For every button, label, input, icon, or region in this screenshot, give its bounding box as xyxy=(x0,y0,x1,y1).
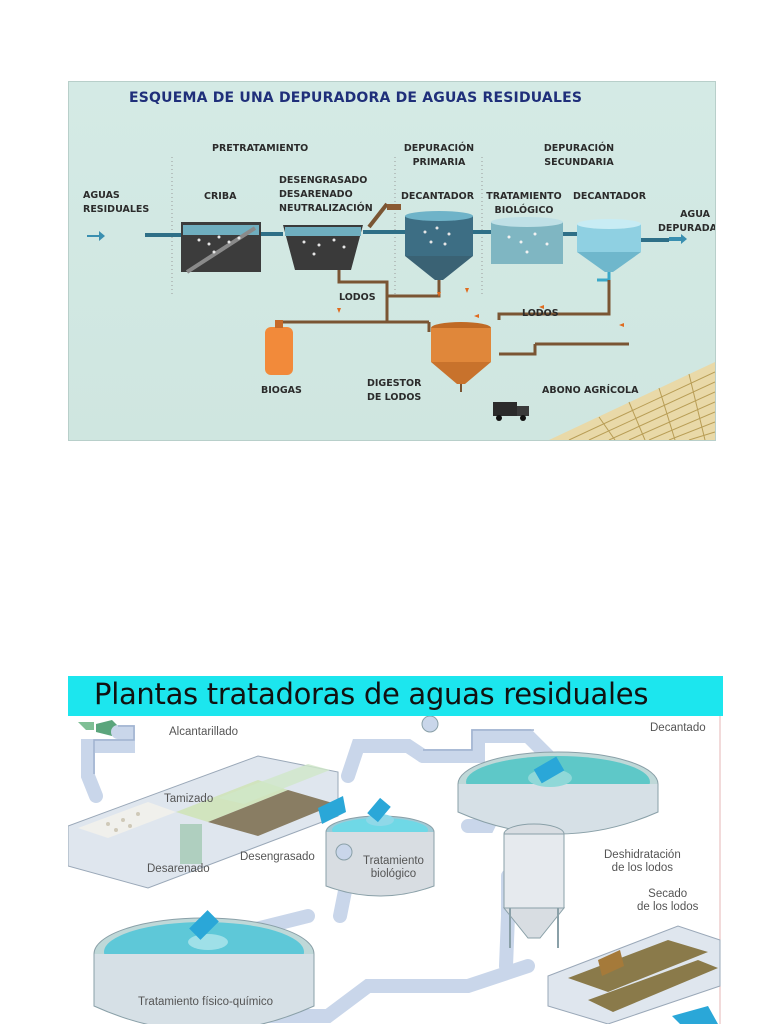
label-desarenado: DESARENADO xyxy=(279,189,353,200)
inlet-arrow xyxy=(87,231,105,241)
plant-schematic-graphic xyxy=(87,157,715,440)
dehydration-silo xyxy=(502,823,566,948)
outlet-arrow xyxy=(669,234,687,244)
label-agua: AGUA xyxy=(680,209,710,220)
label-secado-line2: de los lodos xyxy=(637,901,699,913)
label-tratamiento: TRATAMIENTO xyxy=(486,191,562,202)
label-deshidratacion-line1: Deshidratación xyxy=(604,849,681,861)
treatment-plant-illustration: Plantas tratadoras de aguas residuales xyxy=(68,676,723,1024)
label-desengrasado-group: DESENGRASADO DESARENADO NEUTRALIZACIÓN xyxy=(279,175,373,214)
plant-3d-graphic xyxy=(68,716,721,1024)
section-primaria-line1: DEPURACIÓN xyxy=(403,143,475,154)
label-de-lodos: DE LODOS xyxy=(367,392,422,403)
section-secundaria: DEPURACIÓN SECUNDARIA xyxy=(529,143,629,168)
label-biologico: biológico xyxy=(370,868,417,880)
label-decantado: Decantado xyxy=(650,722,706,734)
biological-tank xyxy=(325,797,435,897)
label-desengrasado: Desengrasado xyxy=(240,851,315,863)
label-decantador-primario: DECANTADOR xyxy=(401,191,475,202)
pipe-valves xyxy=(335,716,439,861)
label-tratamiento-biologico: TRATAMIENTO BIOLÓGICO xyxy=(484,191,564,216)
sludge-pipes xyxy=(279,270,629,356)
label-secado: Secado de los lodos xyxy=(637,888,698,914)
primary-decanter xyxy=(405,211,473,280)
label-tratamiento: Tratamiento xyxy=(363,855,424,867)
label-lodos-2: LODOS xyxy=(522,308,559,319)
label-biogas: BIOGAS xyxy=(261,385,302,396)
drying-beds xyxy=(547,925,721,1024)
label-desarenado: Desarenado xyxy=(147,863,210,875)
biological-treatment-tank xyxy=(491,217,563,264)
label-residuales: RESIDUALES xyxy=(83,204,150,215)
section-pretratamiento: PRETRATAMIENTO xyxy=(212,143,309,154)
roof-decoration xyxy=(549,362,715,440)
label-decantador-secundario: DECANTADOR xyxy=(573,191,647,202)
label-neutralizacion: NEUTRALIZACIÓN xyxy=(279,203,373,214)
truck-icon xyxy=(493,402,529,421)
label-digestor-de-lodos: DIGESTOR DE LODOS xyxy=(367,378,421,403)
physicochemical-tank xyxy=(93,910,315,1024)
label-abono-agricola: ABONO AGRÍCOLA xyxy=(542,385,639,396)
label-alcantarillado: Alcantarillado xyxy=(169,726,239,738)
label-secado-line1: Secado xyxy=(648,888,688,900)
illustration-title: Plantas tratadoras de aguas residuales xyxy=(94,677,649,711)
label-digestor: DIGESTOR xyxy=(367,378,422,389)
diagram-title: ESQUEMA DE UNA DEPURADORA DE AGUAS RESID… xyxy=(129,90,583,106)
label-criba: CRIBA xyxy=(204,191,237,202)
wastewater-plant-diagram: ESQUEMA DE UNA DEPURADORA DE AGUAS RESID… xyxy=(68,81,716,441)
criba-tank xyxy=(181,222,261,274)
biogas-tank xyxy=(265,320,293,375)
label-deshidratacion: Deshidratación de los lodos xyxy=(604,849,681,875)
label-fisico-quimico: Tratamiento físico-químico xyxy=(138,996,274,1008)
secondary-decanter xyxy=(577,219,641,282)
label-desengrasado: DESENGRASADO xyxy=(279,175,368,186)
label-tamizado: Tamizado xyxy=(164,793,214,805)
desengrasado-tank xyxy=(283,202,401,270)
label-depurada: DEPURADA xyxy=(658,223,716,234)
label-agua-depurada: AGUA DEPURADA xyxy=(658,209,715,234)
section-secundaria-line1: DEPURACIÓN xyxy=(543,143,615,154)
label-tratamiento-biologico: Tratamiento biológico xyxy=(363,855,424,881)
illustration-title-banner: Plantas tratadoras de aguas residuales xyxy=(68,676,723,716)
decanter-tank xyxy=(457,751,659,835)
label-biologico: BIOLÓGICO xyxy=(494,205,554,216)
section-secundaria-line2: SECUNDARIA xyxy=(544,157,614,168)
pretreatment-channel xyxy=(68,755,346,889)
label-aguas-residuales: AGUAS RESIDUALES xyxy=(83,190,149,215)
label-aguas: AGUAS xyxy=(83,190,120,201)
outlet-valve-icon xyxy=(672,1006,718,1024)
valve-icon xyxy=(318,796,346,824)
label-lodos-1: LODOS xyxy=(339,292,376,303)
label-deshidratacion-line2: de los lodos xyxy=(611,862,674,874)
section-primaria-line2: PRIMARIA xyxy=(412,157,466,168)
section-primaria: DEPURACIÓN PRIMARIA xyxy=(401,143,477,168)
sludge-digester xyxy=(431,322,491,392)
